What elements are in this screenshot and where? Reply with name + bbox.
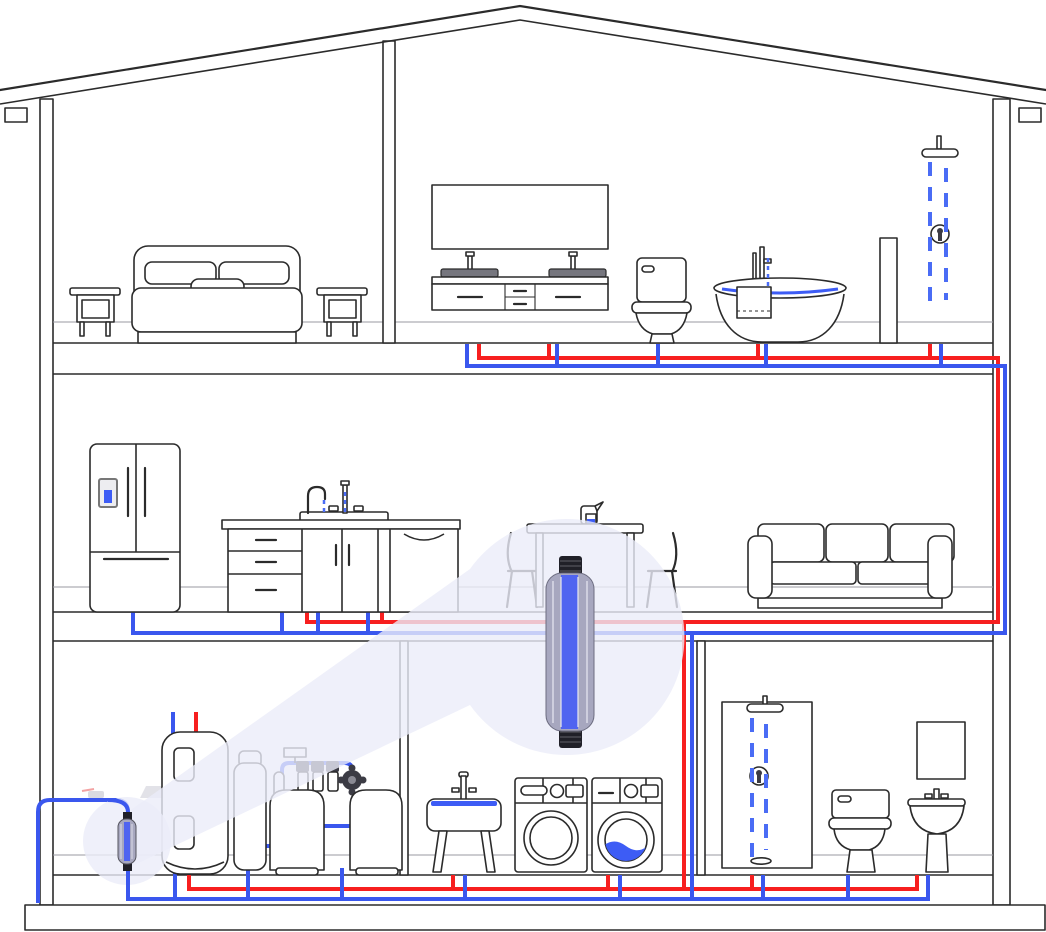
filter-tank-right: [349, 789, 403, 871]
washer-door: [523, 810, 579, 866]
dishwasher-handle: [403, 533, 445, 541]
bathtub: [713, 246, 847, 343]
right-wall: [992, 98, 1011, 906]
drain: [750, 856, 772, 865]
roof-eave-right: [1018, 107, 1042, 123]
cabinet-body: [227, 528, 459, 613]
filter-tank-left: [269, 789, 325, 871]
upper-partition-wall: [382, 40, 396, 344]
kitchen-cabinets-sink: [221, 480, 461, 613]
hot-main-run: [305, 344, 1000, 624]
hot-basement-run: [187, 875, 919, 891]
roof-eave-left: [4, 107, 28, 123]
upper-bathroom: [431, 135, 959, 344]
flush-button: [641, 265, 655, 273]
laundry-room: [426, 771, 663, 873]
foundation-slab: [24, 904, 1046, 931]
upper-shower: [921, 135, 959, 244]
bed: [131, 245, 303, 344]
roof-outer-line: [0, 4, 1046, 92]
shower-head: [921, 148, 959, 158]
faucet-right: [570, 255, 576, 271]
basement-bathroom: [721, 695, 966, 873]
washer: [514, 777, 588, 873]
left-wall: [39, 98, 54, 906]
roof-inner-line: [0, 19, 1046, 105]
upper-toilet: [631, 257, 692, 344]
countertop: [221, 519, 461, 530]
flush-button: [837, 795, 852, 803]
bedroom: [69, 245, 368, 344]
utility-sink: [426, 771, 502, 873]
point-of-entry-filter: [117, 812, 137, 871]
product-blue-stripe: [561, 575, 578, 729]
water-streams: [750, 162, 948, 858]
control-valve: [337, 764, 367, 796]
wall-frame: [916, 721, 966, 780]
basement-toilet: [828, 789, 892, 873]
faucet-drips: [322, 258, 770, 513]
sink-basin-left: [440, 268, 499, 278]
towel: [736, 286, 772, 319]
nightstand-right: [316, 287, 368, 337]
nightstand-left: [69, 287, 121, 337]
inline-water-filter-product: [545, 556, 595, 748]
basement-partition-right: [696, 640, 706, 876]
tub-water-line: [721, 287, 839, 295]
sofa: [747, 523, 955, 609]
spotlight-beam-circle: [128, 518, 685, 868]
glass-panel: [879, 237, 898, 344]
shower-head: [746, 703, 784, 713]
sink-faucet: [933, 788, 940, 800]
kitchen: [89, 443, 461, 613]
faucet-left: [467, 255, 473, 271]
cold-supply-at-filter: [107, 798, 130, 899]
double-vanity: [431, 251, 609, 311]
refrigerator: [89, 443, 181, 613]
shower-arm: [936, 135, 942, 150]
utility-faucet: [460, 775, 467, 801]
washing-machine: [591, 777, 663, 873]
gooseneck-faucet: [306, 485, 327, 515]
living-room: [747, 523, 955, 609]
vanity-mirror: [431, 184, 609, 250]
sink-water: [431, 801, 497, 806]
hot-water-pipes: [187, 344, 1000, 891]
pedestal-sink: [907, 788, 966, 873]
cold-main-run: [131, 344, 1007, 635]
sink-basin-right: [548, 268, 607, 278]
dispenser-glass: [104, 490, 112, 503]
